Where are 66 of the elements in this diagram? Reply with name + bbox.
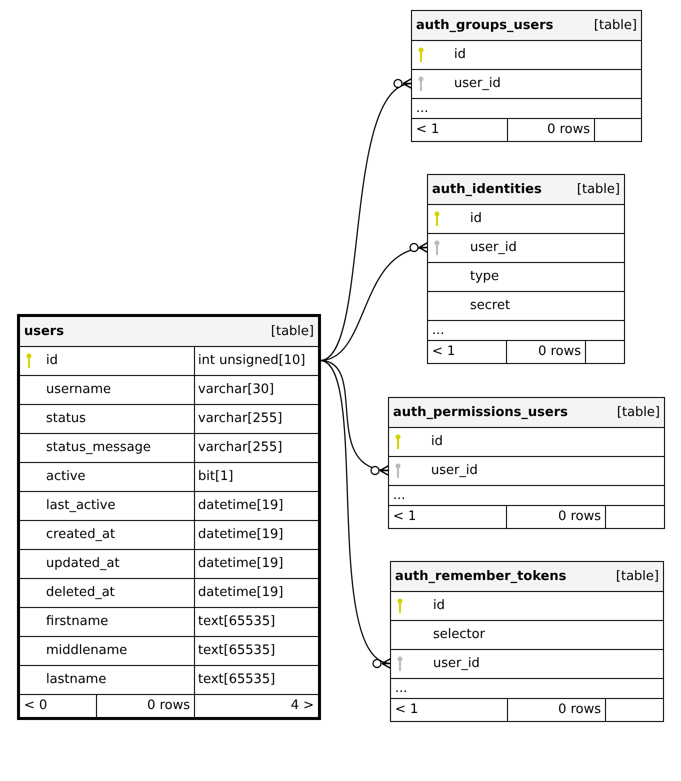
column-name: user_id	[470, 240, 517, 255]
column-type: datetime[19]	[198, 556, 284, 571]
table-box	[427, 174, 625, 364]
table-type-label: [table]	[616, 568, 659, 586]
footer-text: < 0	[24, 698, 48, 713]
relationship-line	[320, 242, 430, 362]
table-type-label: [table]	[616, 404, 660, 422]
column-name: user_id	[433, 656, 480, 671]
column-name: created_at	[46, 527, 116, 542]
table-type-label: [table]	[270, 322, 314, 341]
footer-text: < 1	[432, 344, 456, 359]
column-type: varchar[30]	[198, 382, 274, 397]
footer-text: < 1	[393, 509, 416, 524]
column-name: lastname	[46, 672, 106, 687]
column-name: selector	[433, 627, 485, 642]
ellipsis-text: ...	[416, 101, 428, 116]
column-type: text[65535]	[198, 643, 276, 658]
column-name: username	[46, 382, 111, 397]
column-name: secret	[470, 298, 510, 313]
table-name: auth_remember_tokens	[395, 568, 566, 586]
column-name: id	[433, 598, 445, 613]
column-type: varchar[255]	[198, 440, 282, 455]
column-name: user_id	[431, 463, 478, 478]
ellipsis-text: ...	[432, 323, 444, 338]
table-name: auth_permissions_users	[393, 404, 568, 422]
column-name: middlename	[46, 643, 128, 658]
column-name: id	[46, 353, 58, 368]
column-name: id	[470, 211, 482, 226]
table-box	[390, 561, 664, 722]
table-box	[17, 314, 321, 720]
column-name: id	[431, 434, 443, 449]
table-name: auth_identities	[432, 180, 542, 199]
ellipsis-text: ...	[393, 488, 406, 503]
column-type: int unsigned[10]	[198, 353, 306, 368]
column-type: datetime[19]	[198, 527, 284, 542]
footer-text: 0 rows	[538, 344, 581, 359]
table-box	[388, 397, 665, 529]
footer-text: 0 rows	[547, 122, 590, 137]
column-name: active	[46, 469, 86, 484]
footer-text: 0 rows	[558, 509, 601, 524]
column-name: updated_at	[46, 556, 120, 571]
footer-text: 0 rows	[147, 698, 190, 713]
column-name: user_id	[454, 76, 501, 91]
table-name: users	[24, 322, 64, 341]
column-name: status	[46, 411, 86, 426]
footer-text: < 1	[416, 122, 440, 137]
ellipsis-text: ...	[395, 681, 408, 696]
column-name: last_active	[46, 498, 116, 513]
column-name: type	[470, 269, 500, 284]
column-name: id	[454, 47, 466, 62]
column-name: firstname	[46, 614, 108, 629]
table-type-label: [table]	[594, 16, 637, 35]
column-name: status_message	[46, 440, 151, 455]
table-name: auth_groups_users	[416, 16, 554, 35]
footer-text: 4 >	[290, 698, 314, 713]
footer-text: 0 rows	[558, 702, 601, 717]
column-type: datetime[19]	[198, 498, 284, 513]
column-type: bit[1]	[198, 469, 234, 484]
column-type: varchar[255]	[198, 411, 282, 426]
table-box	[411, 10, 642, 142]
column-name: deleted_at	[46, 585, 115, 600]
column-type: text[65535]	[198, 614, 276, 629]
column-type: text[65535]	[198, 672, 276, 687]
table-type-label: [table]	[576, 180, 620, 199]
column-type: datetime[19]	[198, 585, 284, 600]
footer-text: < 1	[395, 702, 418, 717]
